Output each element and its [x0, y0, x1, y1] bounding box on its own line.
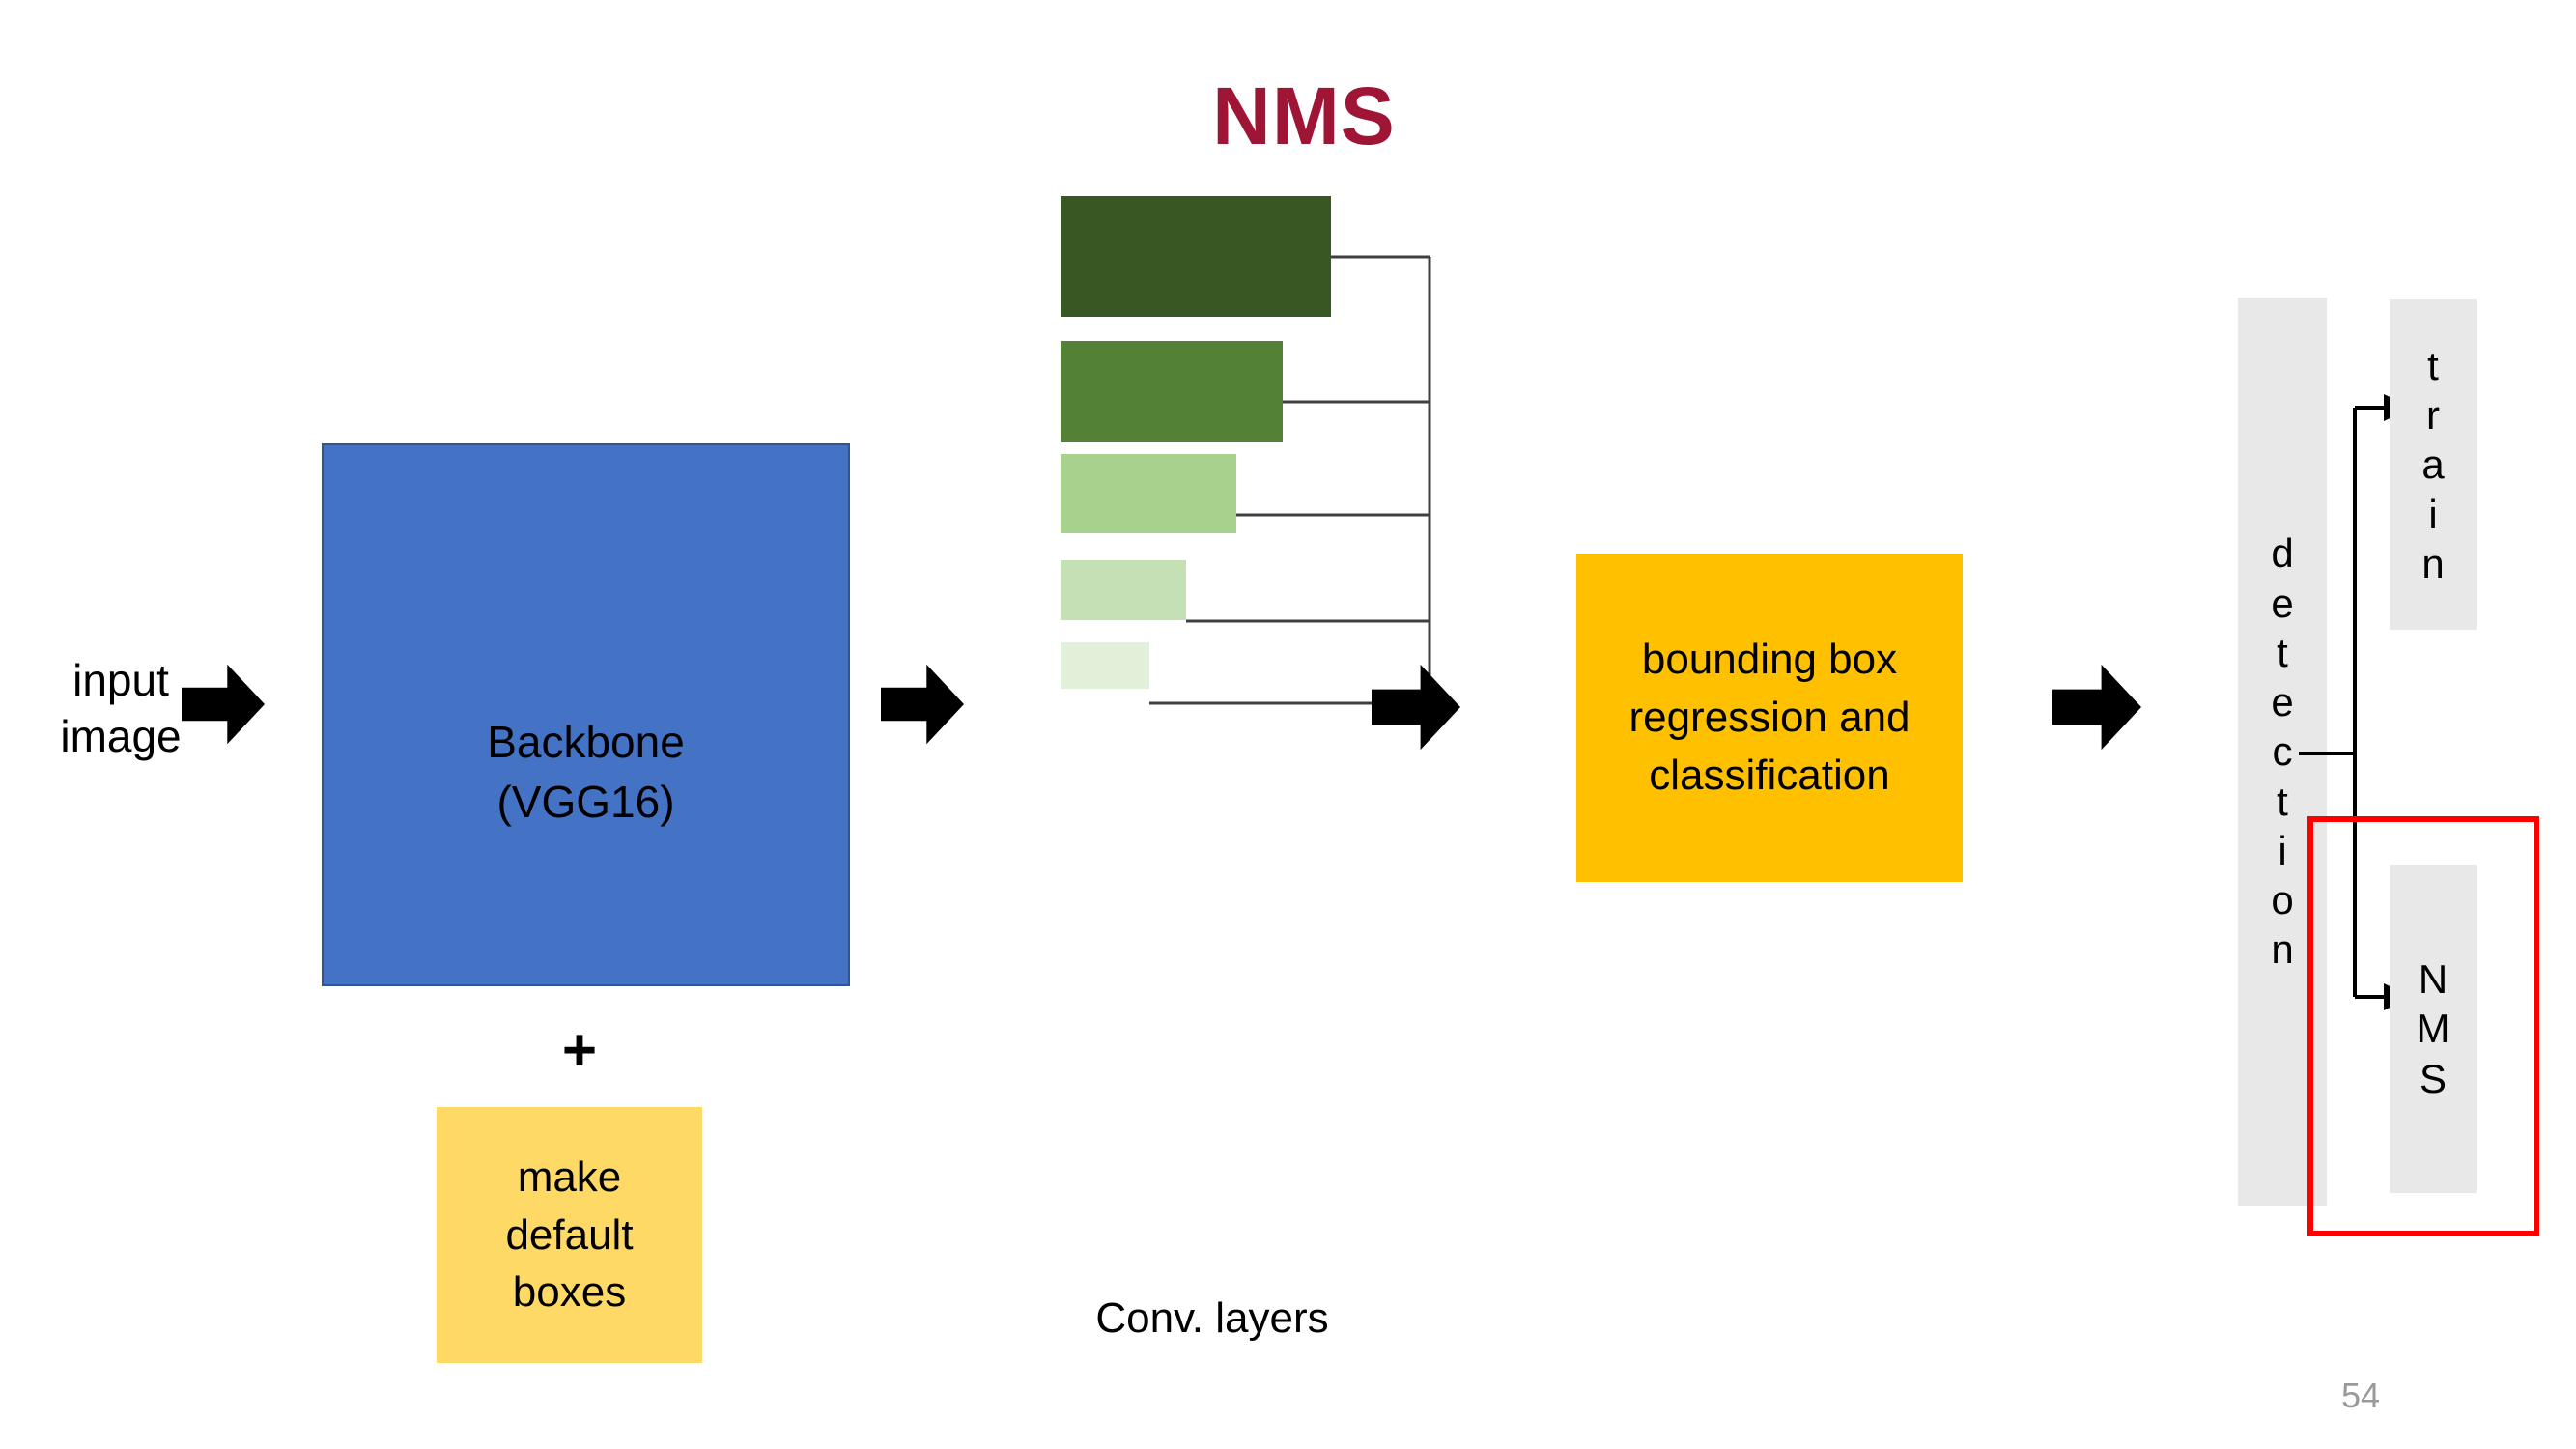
block-arrow-right-icon-conv-to-bbox	[1372, 664, 1460, 751]
nms-letter: N	[2418, 956, 2449, 1003]
page-number: 54	[2341, 1376, 2381, 1415]
train-letter: a	[2421, 441, 2445, 488]
nms-highlight-rect	[2307, 816, 2539, 1236]
bbox-regression-classification-block: bounding box regression and classificati…	[1576, 554, 1963, 882]
detection-letter: e	[2271, 580, 2294, 626]
train-letter: n	[2421, 540, 2445, 586]
train-label: t r a i n	[2421, 341, 2444, 588]
input-label-line2: image	[60, 710, 182, 761]
conv-layer-5	[1061, 642, 1149, 689]
default-boxes-line2: default	[505, 1210, 634, 1259]
conv-layer-1	[1061, 196, 1331, 317]
conv-layers-caption: Conv. layers	[1095, 1294, 1329, 1342]
plus-sign: +	[561, 1017, 598, 1084]
nms-block: N M S	[2390, 865, 2477, 1193]
train-letter: t	[2427, 342, 2439, 388]
nms-label: N M S	[2417, 954, 2450, 1103]
detection-letter: n	[2271, 926, 2294, 973]
detection-letter: t	[2277, 778, 2288, 824]
detection-letter: i	[2278, 827, 2287, 873]
conv-layer-2	[1061, 341, 1283, 442]
detection-label: d e t e c t i o n	[2271, 528, 2293, 974]
bbox-label-line1: bounding box	[1641, 636, 1898, 684]
backbone-label: Backbone (VGG16)	[487, 712, 685, 832]
train-letter: i	[2428, 491, 2438, 537]
backbone-label-line1: Backbone	[487, 716, 685, 767]
default-boxes-line3: boxes	[512, 1268, 627, 1317]
block-arrow-right-icon-input-to-backbone	[182, 664, 265, 745]
bbox-label-line2: regression and	[1628, 694, 1911, 742]
nms-letter: S	[2419, 1055, 2447, 1101]
nms-letter: M	[2416, 1006, 2450, 1052]
make-default-boxes-label: make default boxes	[505, 1149, 633, 1321]
detection-letter: d	[2271, 530, 2294, 577]
train-letter: r	[2425, 392, 2440, 439]
conv-layer-3	[1061, 454, 1236, 533]
input-image-label: input image	[29, 653, 212, 764]
train-block: t r a i n	[2390, 299, 2477, 630]
detection-letter: c	[2272, 728, 2293, 775]
backbone-label-line2: (VGG16)	[496, 777, 675, 827]
default-boxes-line1: make	[517, 1153, 622, 1202]
bbox-regression-classification-label: bounding box regression and classificati…	[1628, 631, 1910, 804]
make-default-boxes-block: make default boxes	[437, 1107, 702, 1363]
page-title: NMS	[1212, 71, 1396, 161]
backbone-block: Backbone (VGG16)	[322, 443, 850, 986]
input-label-line1: input	[72, 655, 169, 705]
detection-letter: o	[2271, 877, 2294, 923]
block-arrow-right-icon-bbox-to-detection	[2052, 664, 2141, 751]
detection-letter: e	[2271, 679, 2294, 725]
detection-letter: t	[2277, 629, 2288, 675]
block-arrow-right-icon-backbone-to-conv	[881, 664, 964, 745]
conv-layer-4	[1061, 560, 1186, 620]
bbox-label-line3: classification	[1649, 751, 1890, 799]
